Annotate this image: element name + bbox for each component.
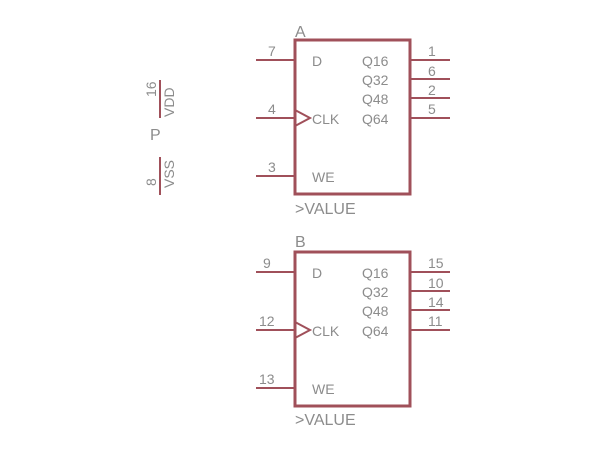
part-b: B 9 D 12 CLK 13 WE 15 Q16 10 Q32 14 Q48 … xyxy=(256,234,450,429)
vss-pin-number: 8 xyxy=(143,178,159,186)
part-a-clock-marker xyxy=(294,109,313,127)
part-b-pin-q16-label: Q16 xyxy=(362,265,389,281)
part-a-pin-q64-label: Q64 xyxy=(362,111,389,127)
part-b-clock-marker xyxy=(294,321,313,339)
vss-label: VSS xyxy=(161,160,177,188)
part-b-pin-q32-number: 10 xyxy=(428,275,444,291)
part-a-pin-we-label: WE xyxy=(312,169,335,185)
part-b-pin-q48-label: Q48 xyxy=(362,303,389,319)
power-symbol: 16 VDD P 8 VSS xyxy=(143,80,177,195)
vdd-pin-number: 16 xyxy=(143,81,159,97)
part-b-pin-we-label: WE xyxy=(312,381,335,397)
part-b-pin-clk-label: CLK xyxy=(312,323,340,339)
part-b-value: >VALUE xyxy=(295,412,356,429)
part-a-pin-q48-number: 2 xyxy=(428,82,436,98)
part-a-pin-q16-label: Q16 xyxy=(362,53,389,69)
part-b-pin-q48-number: 14 xyxy=(428,294,444,310)
part-b-name: B xyxy=(295,234,306,251)
part-a-pin-d-number: 7 xyxy=(268,43,276,59)
part-a-value: >VALUE xyxy=(295,201,356,218)
part-a-pin-q48-label: Q48 xyxy=(362,91,389,107)
part-a-name: A xyxy=(295,24,306,41)
part-b-pin-d-label: D xyxy=(312,265,322,281)
part-b-pin-q64-number: 11 xyxy=(428,313,443,329)
part-b-pin-q64-label: Q64 xyxy=(362,323,389,339)
part-a-pin-q32-number: 6 xyxy=(428,63,436,79)
part-b-pin-q16-number: 15 xyxy=(428,255,444,271)
part-b-pin-q32-label: Q32 xyxy=(362,284,389,300)
part-a-pin-clk-number: 4 xyxy=(268,101,276,117)
part-a-pin-clk-label: CLK xyxy=(312,111,340,127)
part-a-pin-q64-number: 5 xyxy=(428,101,436,117)
part-b-pin-clk-number: 12 xyxy=(259,313,275,329)
part-b-pin-d-number: 9 xyxy=(263,255,271,271)
part-b-pin-we-number: 13 xyxy=(259,371,275,387)
part-a-pin-d-label: D xyxy=(312,53,322,69)
part-a-pin-q32-label: Q32 xyxy=(362,72,389,88)
power-name: P xyxy=(150,127,161,144)
part-a-pin-we-number: 3 xyxy=(268,159,276,175)
vdd-label: VDD xyxy=(161,87,177,117)
part-a-pin-q16-number: 1 xyxy=(428,43,436,59)
part-a: A 7 D 4 CLK 3 WE 1 Q16 6 Q32 2 Q48 5 Q64… xyxy=(256,24,450,218)
